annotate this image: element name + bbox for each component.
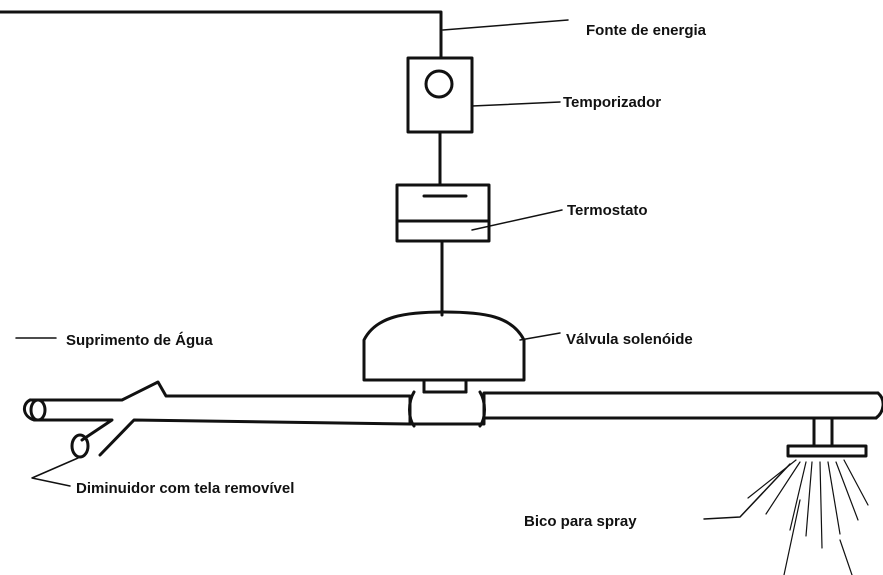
reducer-leader [31, 457, 79, 487]
thermostat-leader [471, 209, 563, 231]
power-wire [0, 10, 443, 60]
spray-jets [747, 459, 869, 575]
spray-nozzle-leader [703, 463, 791, 520]
spray-nozzle-head [786, 444, 868, 458]
solenoid-valve-label: Válvula solenóide [566, 331, 693, 348]
power-source-leader [442, 19, 569, 31]
pipe-fitting [408, 390, 486, 428]
water-pipe [23, 380, 883, 457]
nozzle-stem [812, 416, 834, 448]
solenoid-valve-leader [519, 332, 561, 341]
timer-box [406, 56, 474, 134]
timer-label: Temporizador [563, 94, 661, 111]
solenoid-valve-body [362, 310, 526, 382]
reducer-outlet [70, 433, 90, 459]
timer-leader [471, 101, 561, 107]
water-supply-label: Suprimento de Água [66, 332, 213, 349]
spray-nozzle-label: Bico para spray [524, 513, 637, 530]
thermostat-box [395, 183, 491, 243]
thermostat-label: Termostato [567, 202, 648, 219]
valve-stem [422, 378, 468, 394]
pipe-end-left [29, 398, 47, 422]
reducer-label: Diminuidor com tela removível [76, 480, 294, 497]
power-source-label: Fonte de energia [586, 22, 707, 39]
timer-dial-icon [424, 69, 454, 99]
